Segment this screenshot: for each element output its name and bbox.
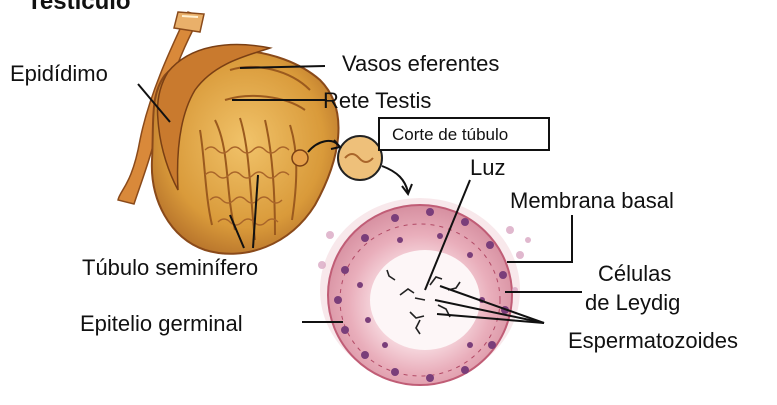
celulas-label: Células [598,263,671,285]
membrana-basal-label: Membrana basal [510,190,674,212]
epididimo-label: Epidídimo [10,63,108,85]
rete-testis-label: Rete Testis [323,90,431,112]
de-leydig-label: de Leydig [585,292,680,314]
luz-label: Luz [470,157,505,179]
tubulo-seminifero-label: Túbulo seminífero [82,257,258,279]
epitelio-germinal-label: Epitelio germinal [80,313,243,335]
espermatozoides-label: Espermatozoides [568,330,738,352]
vasos-eferentes-label: Vasos eferentes [342,53,499,75]
tubule-cross-section [318,198,531,385]
title-label: Testículo [27,0,131,14]
corte-tubulo-label: Corte de túbulo [392,126,508,143]
